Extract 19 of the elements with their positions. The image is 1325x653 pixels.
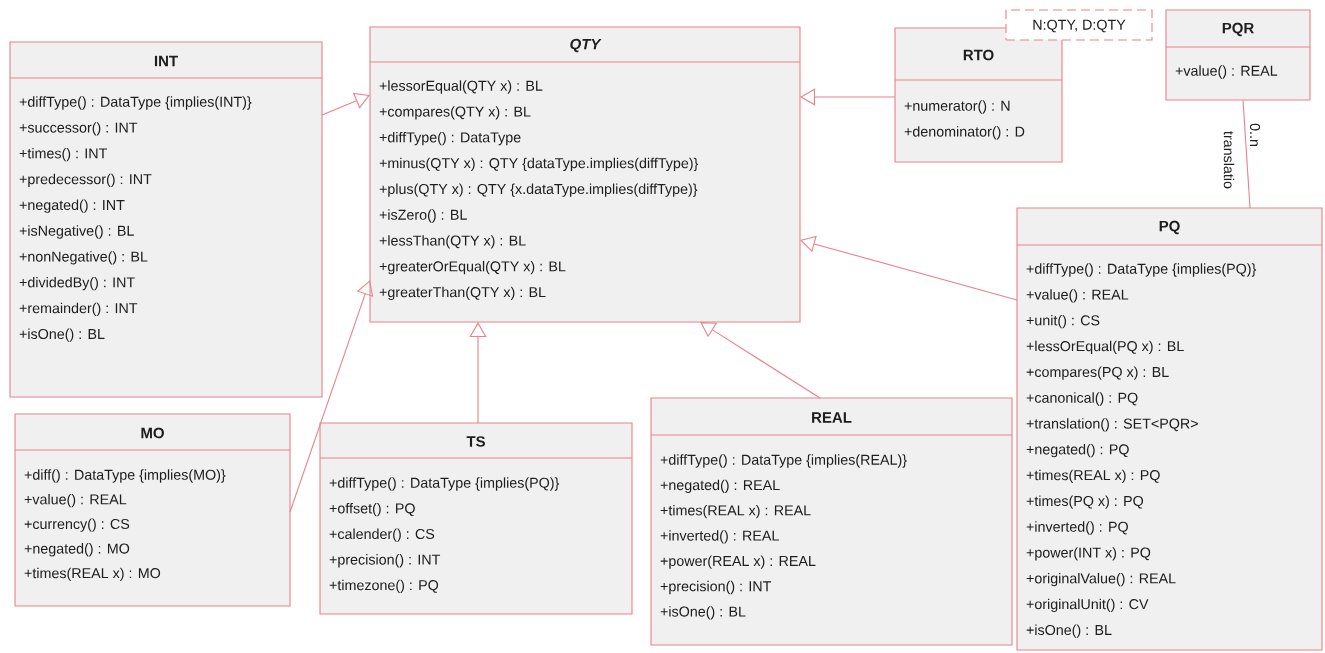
class-box: INT +diffType() : DataType {implies(INT)} +successor() : INT +times() : INT +predecessor() : INT +negated() : INT +isNegative() : BL +nonNegative() : BL +dividedBy() : INT +remainder() : INT +isOne() : BL <box>9 41 323 398</box>
multiplicity-label: 0..n <box>1249 123 1261 146</box>
edge-label: translatio <box>1223 131 1235 189</box>
class-box: PQ +diffType() : DataType {implies(PQ)} +value() : REAL +unit() : CS +lessOrEqual(PQ x) : BL +compares(PQ x) : BL +canonical() : PQ +translation() : SET<PQR> +negated() : PQ +times(REAL x) : PQ +times(PQ x) : PQ +inverted() : PQ +power(INT x) : PQ +originalValue() : REAL +originalUnit() : CV +isOne() : BL <box>1016 207 1323 651</box>
association-line <box>1242 99 1251 209</box>
node-label: RTO <box>963 49 994 61</box>
generalization-arrow <box>321 92 370 116</box>
generalization-arrow <box>700 322 821 399</box>
generalization-arrow <box>469 322 487 424</box>
class-box: PQR +value() : REAL <box>1165 9 1311 101</box>
generalization-arrow <box>800 88 896 106</box>
node-label: +denominator() : D <box>904 126 1025 140</box>
generalization-arrow <box>800 235 1018 301</box>
class-box: QTY +lessorEqual(QTY x) : BL +compares(QTY x) : BL +diffType() : DataType +minus(QTY x) : QTY {dataType.implies(diffType)} +plus(QTY x) : QTY {x.dataType.implies(diffType)} +isZero() : BL +lessThan(QTY x) : BL +greaterOrEqual(QTY x) : BL +greaterThan(QTY x) : BL <box>369 26 801 323</box>
generalization-arrow <box>289 280 374 513</box>
node-label: +numerator() : N <box>904 100 1010 114</box>
class-box: REAL +diffType() : DataType {implies(REAL)} +negated() : REAL +times(REAL x) : REAL +inverted() : REAL +power(REAL x) : REAL +precision() : INT +isOne() : BL <box>650 397 1013 646</box>
class-box: MO +diff() : DataType {implies(MO)} +value() : REAL +currency() : CS +negated() : MO +times(REAL x) : MO <box>14 413 291 607</box>
class-box: TS +diffType() : DataType {implies(PQ)} +offset() : PQ +calender() : CS +precision() : INT +timezone() : PQ <box>319 422 633 615</box>
